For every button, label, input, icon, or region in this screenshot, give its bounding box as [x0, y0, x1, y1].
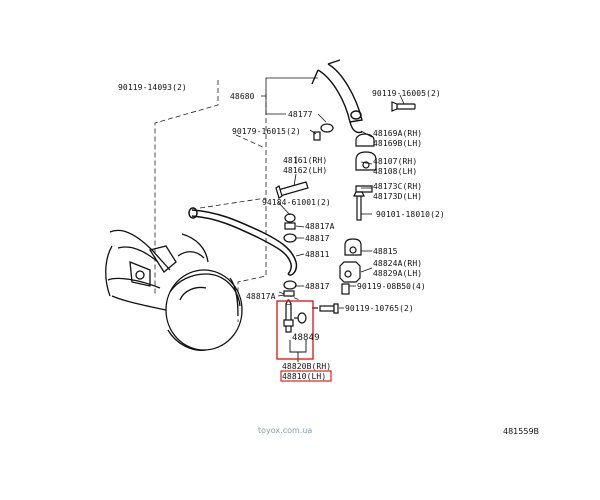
label-48108: 48108(LH) [373, 167, 418, 176]
label-48173C: 48173C(RH) [373, 182, 423, 191]
label-48169B: 48169B(LH) [373, 139, 423, 148]
label-90179-16015: 90179-16015(2) [232, 127, 301, 136]
label-90119-08B50: 90119-08B50(4) [357, 282, 426, 291]
label-48810: 48810(LH) [282, 372, 327, 381]
label-48817A-top: 48817A [305, 222, 335, 231]
label-48829A: 48829A(LH) [373, 269, 423, 278]
bracket-parts-48815 [339, 238, 362, 295]
highlight-box-link [276, 300, 314, 360]
label-48169A: 48169A(RH) [373, 129, 423, 138]
label-48815: 48815 [373, 247, 398, 256]
label-48824A: 48824A(RH) [373, 259, 423, 268]
label-48820B: 48820B(RH) [282, 362, 332, 371]
label-90119-14093: 90119-14093(2) [118, 83, 187, 92]
leader-lines [261, 77, 405, 309]
stabilizer-link-part [283, 299, 307, 333]
stabilizer-bar [188, 207, 298, 276]
watermark-text: toyox.com.ua [258, 426, 313, 435]
label-48107: 48107(RH) [373, 157, 418, 166]
label-48817-bottom: 48817 [305, 282, 330, 291]
center-bushings [283, 213, 297, 297]
label-48680: 48680 [230, 92, 255, 101]
wheel-hub-assembly [105, 229, 243, 351]
label-48811: 48811 [305, 250, 330, 259]
clamp-parts-right [353, 133, 377, 221]
highlight-box-part-number [280, 370, 332, 382]
label-48849: 48849 [292, 333, 320, 343]
label-90119-16005: 90119-16005(2) [372, 89, 441, 98]
label-48817A-bottom: 48817A [246, 292, 276, 301]
label-48177: 48177 [288, 110, 313, 119]
label-90101-18010: 90101-18010(2) [376, 210, 445, 219]
label-48173D: 48173D(LH) [373, 192, 423, 201]
label-48817-top: 48817 [305, 234, 330, 243]
label-48161: 48161(RH) [283, 156, 328, 165]
label-48162: 48162(LH) [283, 166, 328, 175]
frame-bracket-shape [311, 59, 363, 134]
diagram-code: 481559B [503, 427, 540, 436]
label-94184-61001: 94184-61001(2) [262, 198, 331, 207]
label-90119-10765: 90119-10765(2) [345, 304, 414, 313]
stabilizer-bolt-48161 [275, 181, 309, 199]
bolt-90119-10765 [312, 303, 339, 314]
bolt-parts-top [313, 101, 416, 141]
link-bracket-lines [289, 340, 307, 362]
